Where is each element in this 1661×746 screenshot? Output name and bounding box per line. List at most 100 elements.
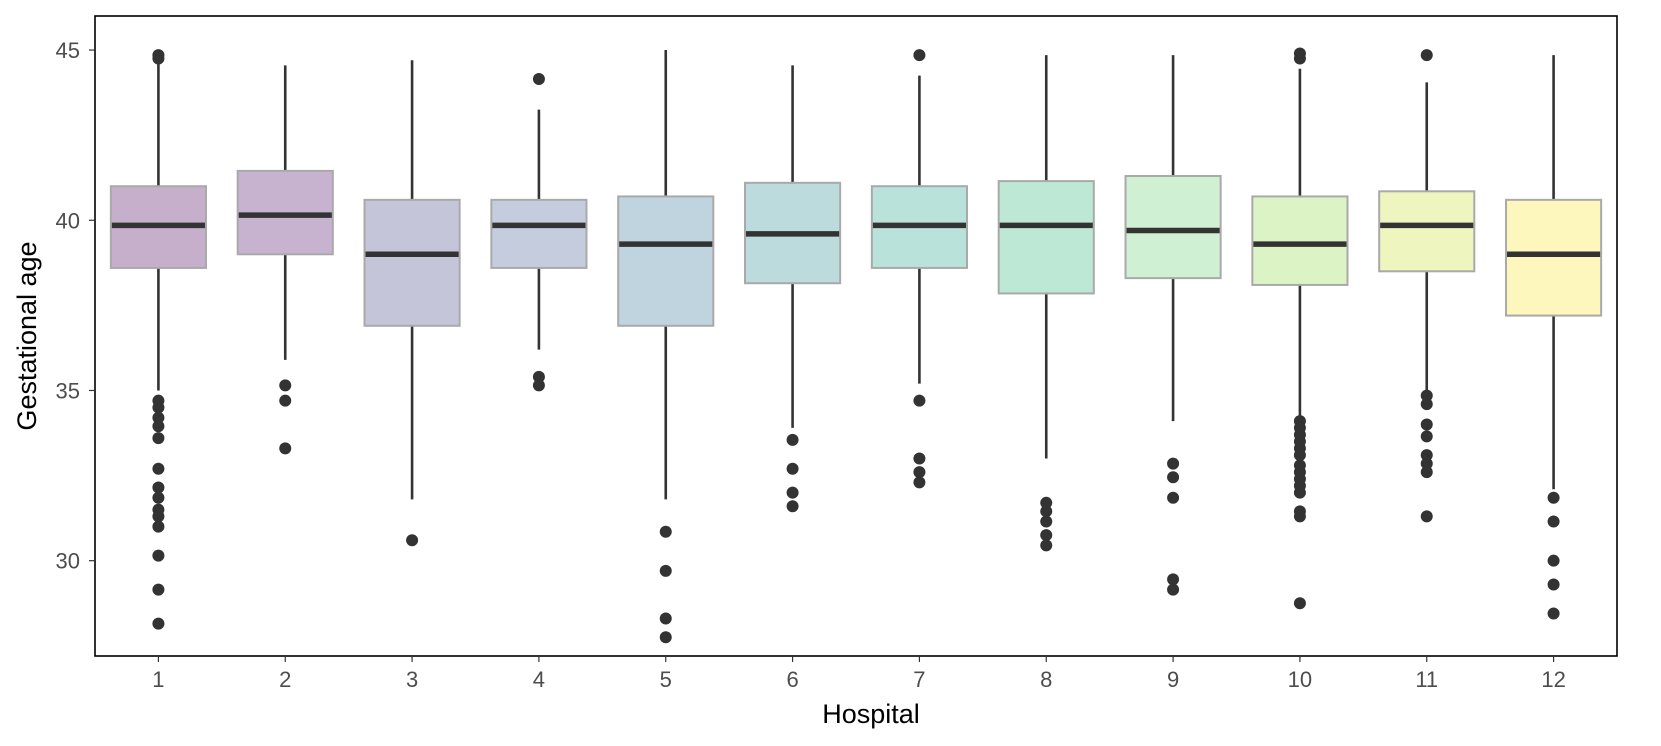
- box-iqr: [997, 180, 1095, 295]
- outlier-point: [659, 525, 672, 538]
- outlier-point: [1420, 418, 1433, 431]
- outlier-point: [532, 379, 545, 392]
- box-group-hospital-3: [363, 60, 461, 547]
- outlier-point: [279, 394, 292, 407]
- box-group-hospital-5: [617, 50, 715, 644]
- outlier-point: [1420, 466, 1433, 479]
- x-tick-label: 7: [913, 667, 925, 692]
- outlier-point: [152, 432, 165, 445]
- x-tick-label: 10: [1288, 667, 1312, 692]
- x-tick-label: 3: [406, 667, 418, 692]
- outlier-point: [1420, 398, 1433, 411]
- outlier-point: [913, 466, 926, 479]
- outlier-point: [786, 500, 799, 513]
- outlier-point: [1420, 449, 1433, 462]
- y-axis-title: Gestational age: [12, 241, 42, 430]
- x-tick-label: 1: [152, 667, 164, 692]
- outlier-point: [279, 442, 292, 455]
- outlier-point: [1547, 491, 1560, 504]
- box-iqr: [1378, 190, 1476, 273]
- box-iqr: [363, 198, 461, 327]
- box-group-hospital-9: [1124, 55, 1222, 596]
- outlier-point: [1420, 430, 1433, 443]
- outlier-point: [152, 411, 165, 424]
- x-tick-label: 4: [533, 667, 545, 692]
- box-group-hospital-10: [1251, 47, 1349, 610]
- outlier-point: [1293, 486, 1306, 499]
- x-axis-title: Hospital: [822, 699, 920, 729]
- outlier-point: [1167, 491, 1180, 504]
- box-group-hospital-1: [109, 49, 207, 630]
- outlier-point: [152, 420, 165, 433]
- outlier-point: [1420, 389, 1433, 402]
- outlier-point: [1293, 52, 1306, 65]
- outlier-point: [913, 394, 926, 407]
- box-group-hospital-2: [236, 65, 334, 455]
- box-group-hospital-12: [1505, 55, 1603, 620]
- x-tick-label: 2: [279, 667, 291, 692]
- outlier-point: [152, 617, 165, 630]
- outlier-point: [1167, 573, 1180, 586]
- outlier-point: [532, 370, 545, 383]
- box-group-hospital-4: [490, 72, 588, 392]
- outlier-point: [1293, 510, 1306, 523]
- outlier-point: [532, 72, 545, 85]
- box-group-hospital-11: [1378, 49, 1476, 523]
- boxes-layer: [109, 47, 1603, 644]
- outlier-point: [1167, 471, 1180, 484]
- outlier-point: [913, 452, 926, 465]
- outlier-point: [659, 564, 672, 577]
- outlier-point: [913, 49, 926, 62]
- outlier-point: [1547, 515, 1560, 528]
- outlier-point: [1040, 505, 1053, 518]
- x-tick-label: 9: [1167, 667, 1179, 692]
- y-tick-label: 40: [56, 208, 80, 233]
- box-iqr: [617, 195, 715, 327]
- outlier-point: [1167, 583, 1180, 596]
- box-group-hospital-6: [744, 65, 842, 513]
- outlier-point: [152, 549, 165, 562]
- x-tick-label: 11: [1415, 667, 1438, 692]
- x-tick-label: 8: [1040, 667, 1052, 692]
- outlier-point: [786, 486, 799, 499]
- outlier-point: [152, 462, 165, 475]
- box-iqr: [1505, 198, 1603, 317]
- outlier-point: [152, 583, 165, 596]
- box-group-hospital-7: [870, 49, 968, 489]
- outlier-point: [406, 534, 419, 547]
- outlier-point: [1293, 597, 1306, 610]
- box-iqr: [1124, 175, 1222, 280]
- outlier-point: [786, 433, 799, 446]
- outlier-point: [152, 401, 165, 414]
- outlier-point: [152, 52, 165, 65]
- outlier-point: [659, 612, 672, 625]
- outlier-point: [1420, 457, 1433, 470]
- outlier-point: [1420, 510, 1433, 523]
- outlier-point: [1040, 496, 1053, 509]
- outlier-point: [1040, 539, 1053, 552]
- outlier-point: [1420, 49, 1433, 62]
- box-iqr: [1251, 195, 1349, 286]
- y-tick-label: 35: [56, 378, 80, 403]
- outlier-point: [152, 481, 165, 494]
- box-group-hospital-8: [997, 55, 1095, 552]
- plot-frame: [94, 15, 1618, 657]
- outlier-point: [1040, 529, 1053, 542]
- outlier-point: [659, 631, 672, 644]
- outlier-point: [1547, 554, 1560, 567]
- outlier-point: [786, 462, 799, 475]
- outlier-point: [1167, 457, 1180, 470]
- outlier-point: [1293, 449, 1306, 462]
- y-tick-label: 30: [56, 549, 80, 574]
- outlier-point: [152, 491, 165, 504]
- outlier-point: [152, 510, 165, 523]
- outlier-point: [1547, 607, 1560, 620]
- outlier-point: [152, 520, 165, 533]
- outlier-point: [1547, 578, 1560, 591]
- outlier-point: [913, 476, 926, 489]
- outlier-point: [1040, 515, 1053, 528]
